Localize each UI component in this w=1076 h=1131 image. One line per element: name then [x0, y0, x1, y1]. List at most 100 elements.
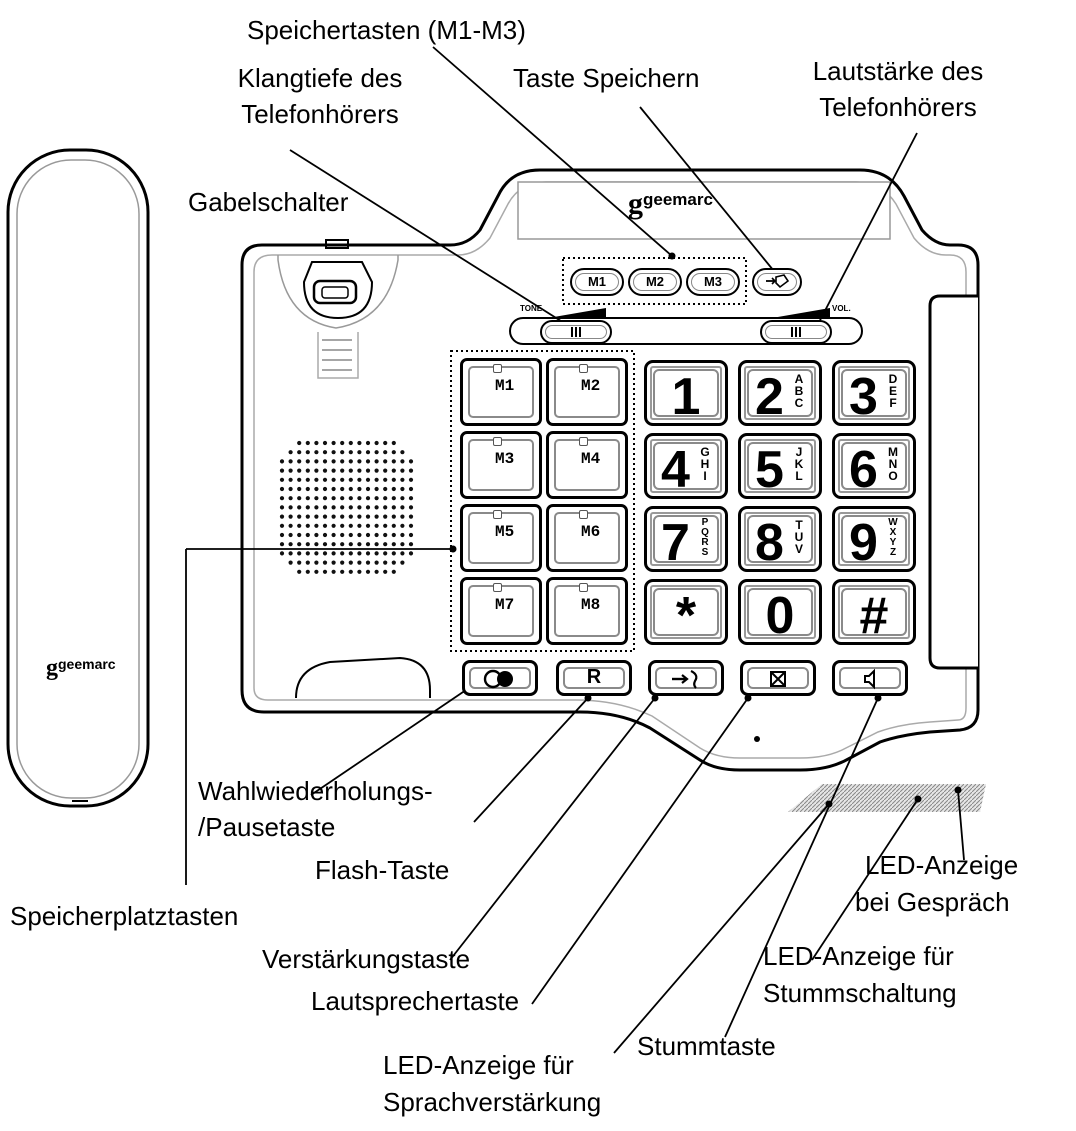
keypad-letters: J K L — [794, 445, 804, 483]
memory-slot-key[interactable]: M1 — [460, 358, 542, 426]
top-memory-key-m1[interactable]: M1 — [570, 268, 624, 296]
memory-slot-key[interactable]: M4 — [546, 431, 628, 499]
grip-icon — [791, 327, 801, 337]
redial-pause-button[interactable] — [462, 660, 538, 696]
memory-slot-key[interactable]: M5 — [460, 504, 542, 572]
keypad-key[interactable]: 0 — [738, 579, 822, 645]
grille-dot — [374, 560, 379, 565]
grille-dot — [383, 440, 388, 446]
keypad-key[interactable]: 1 — [644, 360, 728, 426]
grille-dot — [279, 486, 285, 492]
callout-led-boost-line2: Sprachverstärkung — [383, 1087, 602, 1117]
boost-arrow-icon — [672, 670, 698, 689]
tone-slider-label: TONE — [520, 304, 543, 313]
grille-dot — [348, 505, 353, 510]
grille-dot — [383, 496, 388, 501]
grille-dot — [305, 523, 310, 528]
memory-slot-key[interactable]: M6 — [546, 504, 628, 572]
grille-dot — [288, 496, 293, 501]
grille-dot — [322, 532, 328, 538]
grille-dot — [348, 532, 353, 538]
keypad-digit: 5 — [755, 441, 784, 499]
grille-dot — [348, 486, 353, 492]
mute-button[interactable] — [740, 660, 816, 696]
grille-dot — [297, 440, 302, 446]
grille-dot — [391, 459, 396, 464]
grille-dot — [383, 459, 388, 464]
keypad-key[interactable]: 5 J K L — [738, 433, 822, 499]
mute-icon — [770, 671, 786, 687]
grille-dot — [365, 532, 371, 538]
memory-slot-key[interactable]: M7 — [460, 577, 542, 645]
grille-dot — [322, 468, 328, 473]
memory-slot-key[interactable]: M8 — [546, 577, 628, 645]
grille-dot — [365, 514, 371, 519]
grille-dot — [305, 551, 310, 556]
tone-slider-knob[interactable] — [540, 320, 612, 344]
grille-dot — [297, 523, 302, 528]
grille-dot — [400, 532, 405, 538]
memory-slot-led — [579, 583, 588, 592]
grille-dot — [297, 496, 302, 501]
grille-dot — [348, 569, 353, 574]
memory-slot-label: M1 — [495, 377, 515, 395]
grille-dot — [383, 523, 388, 528]
grille-dot — [314, 486, 319, 492]
grille-dot — [340, 523, 345, 528]
grille-dot — [365, 505, 371, 510]
grille-dot — [365, 496, 371, 501]
grille-dot — [288, 459, 293, 464]
volume-slider-knob[interactable] — [760, 320, 832, 344]
grille-dot — [374, 514, 379, 519]
grille-dot — [400, 496, 405, 501]
memory-slot-key[interactable]: M3 — [460, 431, 542, 499]
callout-volume-line2: Telefonhörers — [819, 92, 977, 122]
speaker-button[interactable] — [832, 660, 908, 696]
grille-dot — [288, 523, 293, 528]
grille-dot — [400, 459, 405, 464]
grille-dot — [314, 505, 319, 510]
grille-dot — [374, 450, 379, 455]
grille-dot — [297, 560, 302, 565]
grille-dot — [314, 542, 319, 547]
memory-slot-key[interactable]: M2 — [546, 358, 628, 426]
grille-dot — [340, 551, 345, 556]
keypad-letters: W X Y Z — [888, 517, 898, 558]
grille-dot — [383, 514, 388, 519]
grille-dot — [374, 486, 379, 492]
grille-dot — [383, 450, 388, 455]
grille-dot — [374, 505, 379, 510]
memory-slot-led — [493, 364, 502, 373]
grille-dot — [331, 440, 336, 446]
grille-dot — [297, 542, 302, 547]
keypad-key[interactable]: # — [832, 579, 916, 645]
grille-dot — [297, 450, 302, 455]
grille-dot — [357, 486, 362, 492]
grille-dot — [331, 514, 336, 519]
grille-dot — [288, 551, 293, 556]
flash-button[interactable]: R — [556, 660, 632, 696]
top-memory-key-m2[interactable]: M2 — [628, 268, 682, 296]
memory-slot-led — [493, 510, 502, 519]
keypad-letters: P Q R S — [701, 517, 709, 558]
boost-button[interactable] — [648, 660, 724, 696]
grille-dot — [340, 440, 345, 446]
save-button[interactable] — [752, 268, 802, 296]
grille-dot — [322, 486, 328, 492]
keypad-digit: 2 — [755, 368, 784, 426]
grille-dot — [305, 477, 310, 482]
top-memory-key-m3[interactable]: M3 — [686, 268, 740, 296]
grille-dot — [305, 459, 310, 464]
keypad-key[interactable]: * — [644, 579, 728, 645]
callout-flash: Flash-Taste — [315, 855, 450, 885]
grille-dot — [357, 505, 362, 510]
grille-dot — [288, 514, 293, 519]
grille-dot — [408, 468, 414, 473]
